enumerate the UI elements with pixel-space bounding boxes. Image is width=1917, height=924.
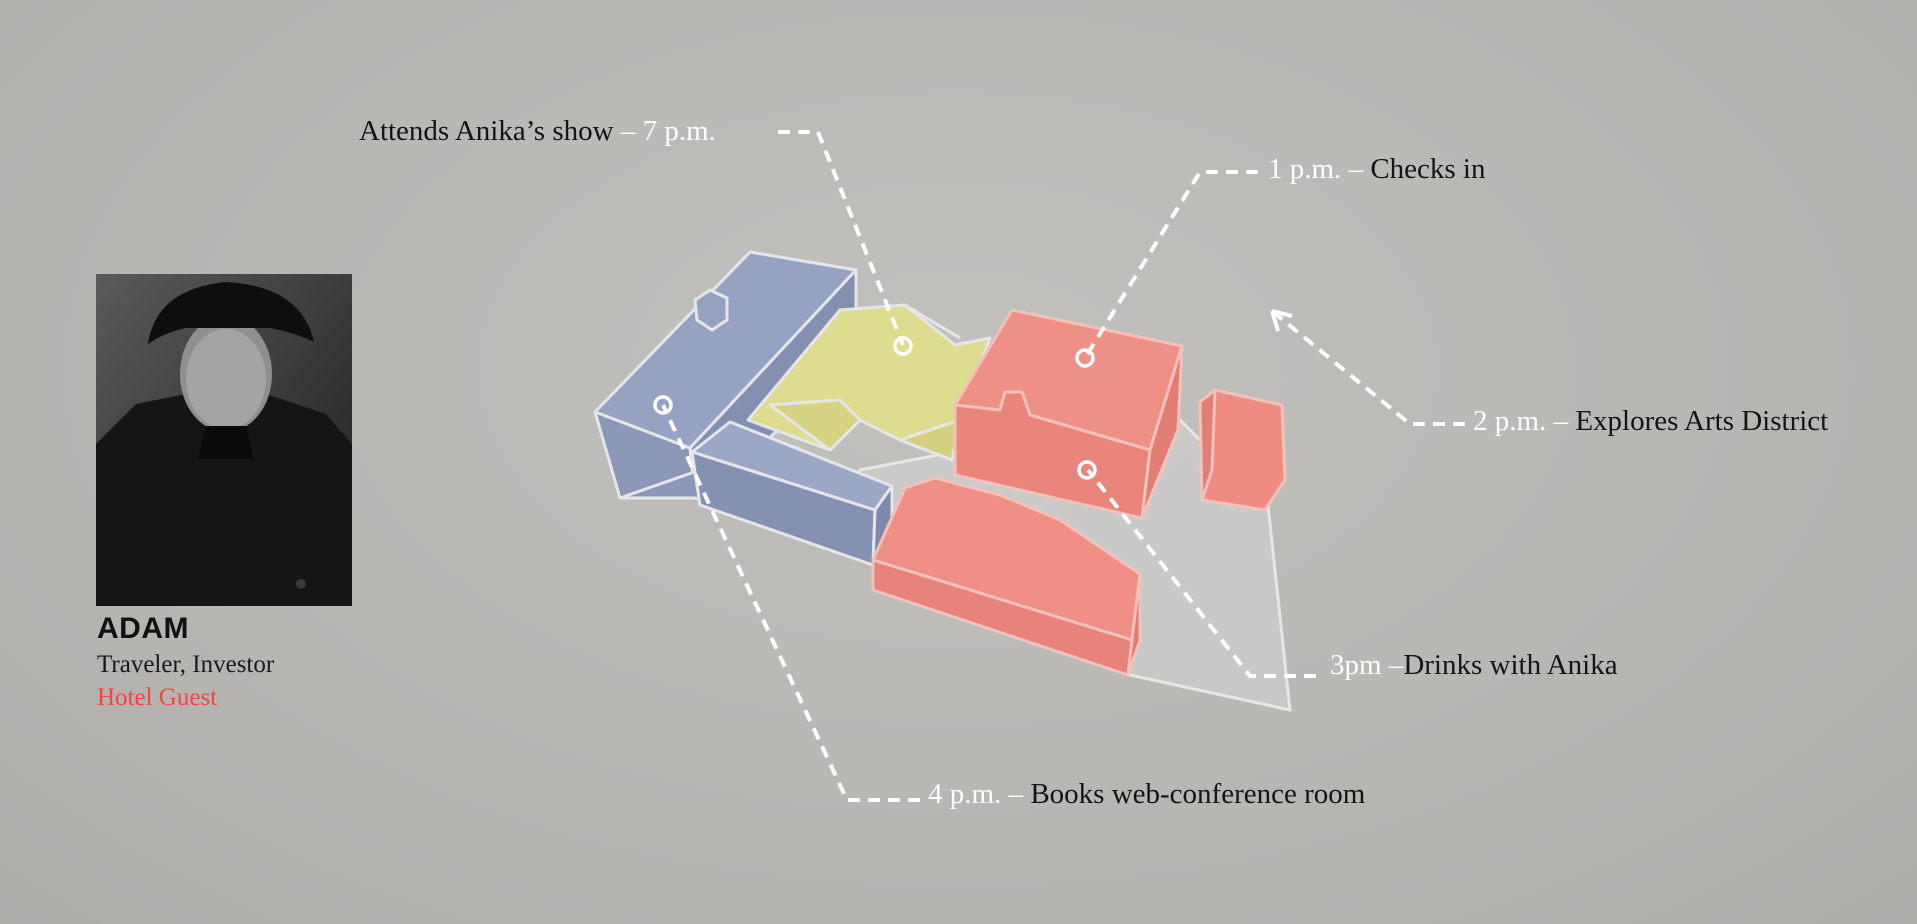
callout-show: Attends Anika’s show – 7 p.m. (359, 117, 716, 146)
location-markers (653, 336, 1097, 480)
callout-sep: – (620, 115, 636, 147)
callout-desc: Explores Arts District (1575, 405, 1829, 437)
callout-desc: Attends Anika’s show (359, 115, 614, 147)
connector-checkin (1083, 170, 1258, 360)
callout-sep: – (1388, 649, 1404, 681)
callout-sep: – (1348, 153, 1364, 185)
callout-time: 2 p.m. (1473, 405, 1547, 437)
persona-photo (96, 274, 352, 606)
callout-conf: 4 p.m. – Books web-conference room (928, 780, 1365, 809)
callout-sep: – (1553, 405, 1569, 437)
persona-name: ADAM (97, 612, 189, 645)
callout-arts: 2 p.m. – Explores Arts District (1473, 407, 1828, 436)
callout-drinks: 3pm –Drinks with Anika (1330, 651, 1618, 680)
connector-lines (661, 130, 1465, 802)
persona-role: Traveler, Investor (97, 651, 275, 678)
red-building-annex (1198, 388, 1287, 512)
marker-drinks (1077, 460, 1097, 480)
connector-arts (1270, 309, 1465, 426)
callout-time: 1 p.m. (1268, 153, 1342, 185)
connector-conf (661, 404, 920, 802)
red-building-lower (871, 476, 1142, 677)
marker-conf (653, 395, 673, 415)
callout-desc: Books web-conference room (1030, 778, 1366, 810)
marker-show (893, 336, 913, 356)
callout-time: 7 p.m. (642, 115, 716, 147)
arrowhead-icon (1270, 309, 1293, 332)
connector-show (778, 130, 905, 346)
persona-tag: Hotel Guest (97, 684, 218, 711)
marker-checkin (1075, 348, 1095, 368)
callout-time: 4 p.m. (928, 778, 1002, 810)
callout-sep: – (1008, 778, 1024, 810)
callout-desc: Checks in (1370, 153, 1486, 185)
callout-checkin: 1 p.m. – Checks in (1268, 155, 1486, 184)
callout-time: 3pm (1330, 649, 1382, 681)
connector-drinks (1086, 468, 1316, 678)
callout-desc: Drinks with Anika (1403, 649, 1618, 681)
